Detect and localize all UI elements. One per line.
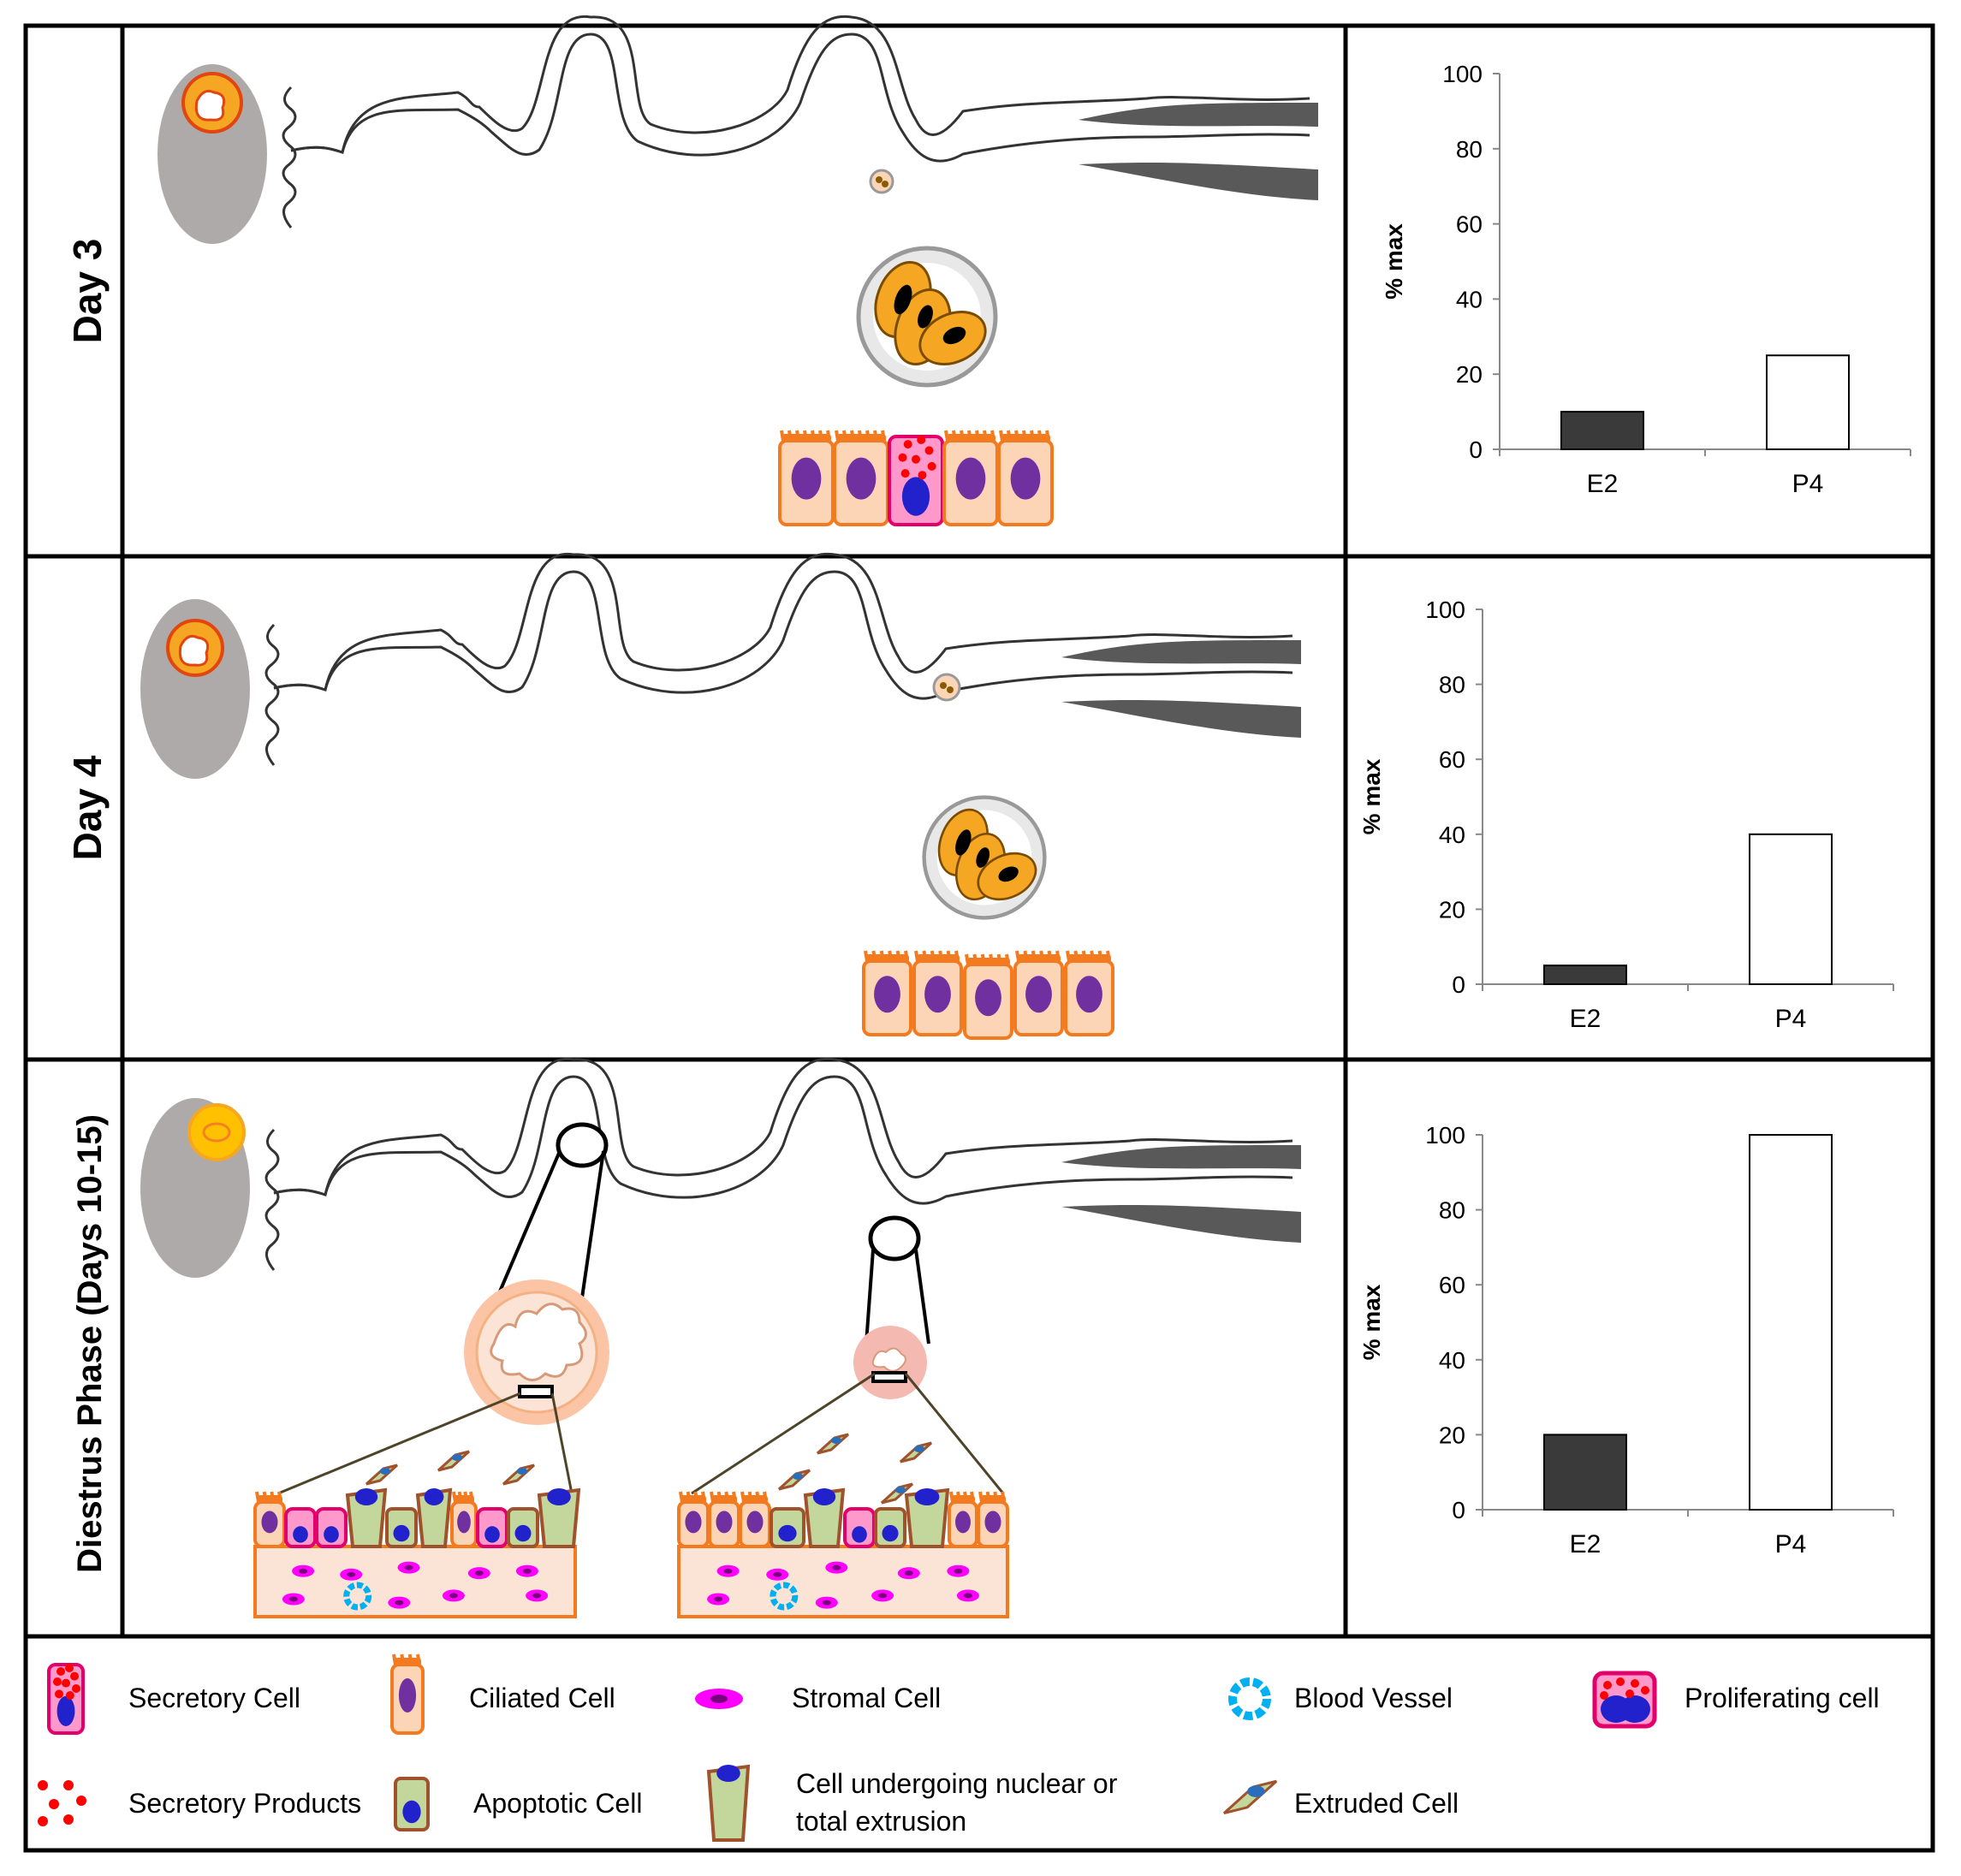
- day3-epithelium: [778, 430, 1054, 526]
- y-tick-label: 60: [1439, 746, 1465, 773]
- blood-vessel-icon: [1228, 1677, 1271, 1720]
- day3-ovary: [157, 64, 267, 244]
- secretory-products-icon: [38, 1780, 86, 1826]
- day4-ovary: [140, 599, 250, 779]
- row-label-diestrus: Diestrus Phase (Days 10-15): [71, 1114, 109, 1573]
- y-axis-label: % max: [1358, 1284, 1385, 1360]
- day4-uterus-lower: [1061, 700, 1301, 738]
- y-axis-label: % max: [1358, 758, 1385, 834]
- diestrus-corpus-luteum: [187, 1103, 246, 1161]
- bar-p4: [1749, 1134, 1833, 1511]
- legend: Secretory Cell Ciliated Cell Stromal Cell B…: [38, 1653, 1880, 1842]
- legend-label: Extruded Cell: [1294, 1788, 1459, 1819]
- isthmus-cross-section: [853, 1326, 927, 1399]
- diestrus-illustration: [140, 1057, 1301, 1618]
- y-tick-label: 60: [1439, 1272, 1465, 1298]
- y-tick-label: 40: [1456, 286, 1483, 312]
- bar-e2: [1560, 411, 1644, 451]
- day3-embryo-zoom: [856, 246, 998, 388]
- category-label: E2: [1587, 470, 1619, 498]
- day3-uterus-lower: [1079, 163, 1318, 200]
- proliferating-cell-icon: [1592, 1671, 1657, 1729]
- y-tick-label: 60: [1456, 211, 1483, 238]
- diestrus-uterus-lower: [1061, 1205, 1301, 1243]
- legend-label: Cell undergoing nuclear or: [796, 1768, 1118, 1799]
- y-tick-label: 20: [1456, 361, 1483, 388]
- legend-label: total extrusion: [796, 1806, 966, 1837]
- y-tick-label: 20: [1439, 1422, 1465, 1448]
- legend-label: Secretory Products: [128, 1788, 361, 1819]
- category-label: P4: [1775, 1005, 1807, 1033]
- legend-label: Secretory Cell: [128, 1683, 300, 1713]
- day4-oviduct: [264, 552, 1301, 766]
- day4-embryo-location: [932, 673, 961, 702]
- bar-e2: [1543, 965, 1627, 985]
- extrusion-cell-icon: [706, 1764, 751, 1842]
- ampulla-zoom-ring: [556, 1122, 609, 1168]
- y-tick-label: 80: [1456, 136, 1483, 163]
- day4-epithelium: [862, 950, 1114, 1040]
- legend-label: Apoptotic Cell: [473, 1788, 642, 1819]
- row-label-day-4: Day 4: [65, 755, 110, 860]
- y-tick-label: 100: [1425, 597, 1465, 623]
- category-label: E2: [1570, 1005, 1601, 1033]
- y-tick-label: 20: [1439, 896, 1465, 923]
- y-tick-label: 0: [1469, 436, 1483, 463]
- day4-illustration: [140, 552, 1301, 1040]
- legend-label: Proliferating cell: [1685, 1683, 1880, 1713]
- y-tick-label: 0: [1452, 971, 1465, 998]
- y-tick-label: 80: [1439, 672, 1465, 698]
- y-tick-label: 80: [1439, 1197, 1465, 1224]
- diestrus-oviduct: [264, 1057, 1301, 1271]
- day3-oviduct: [282, 15, 1318, 229]
- isthmus-zoom-ring: [868, 1215, 921, 1262]
- bar-p4: [1766, 354, 1850, 450]
- day3-uterus-upper: [1079, 103, 1318, 127]
- isthmus-tissue: [677, 1433, 1009, 1618]
- diestrus-ovary: [140, 1098, 250, 1278]
- ciliated-cell-icon: [390, 1653, 425, 1735]
- y-axis-label: % max: [1381, 223, 1407, 300]
- secretory-cell-icon: [47, 1663, 85, 1735]
- legend-label: Ciliated Cell: [469, 1683, 615, 1713]
- day4-uterus-upper: [1061, 640, 1301, 664]
- extruded-cell-icon: [1222, 1779, 1278, 1815]
- ampulla-tissue: [253, 1450, 581, 1618]
- outer-frame: [23, 23, 1935, 1853]
- day3-illustration: [157, 15, 1318, 526]
- row-label-day-3: Day 3: [65, 239, 110, 344]
- legend-label: Blood Vessel: [1294, 1683, 1453, 1713]
- stromal-cell-icon: [695, 1689, 743, 1709]
- diestrus-uterus-upper: [1061, 1145, 1301, 1169]
- category-label: P4: [1775, 1530, 1807, 1558]
- bar-p4: [1749, 833, 1833, 985]
- y-tick-label: 100: [1442, 61, 1483, 87]
- category-label: E2: [1570, 1530, 1601, 1558]
- y-tick-label: 100: [1425, 1122, 1465, 1149]
- y-tick-label: 40: [1439, 822, 1465, 848]
- category-label: P4: [1792, 470, 1824, 498]
- bar-e2: [1543, 1434, 1627, 1511]
- legend-label: Stromal Cell: [792, 1683, 941, 1713]
- day4-embryo-zoom: [922, 795, 1047, 920]
- apoptotic-cell-icon: [394, 1777, 430, 1831]
- ampulla-cross-section: [464, 1279, 609, 1425]
- y-tick-label: 0: [1452, 1497, 1465, 1523]
- y-tick-label: 40: [1439, 1347, 1465, 1374]
